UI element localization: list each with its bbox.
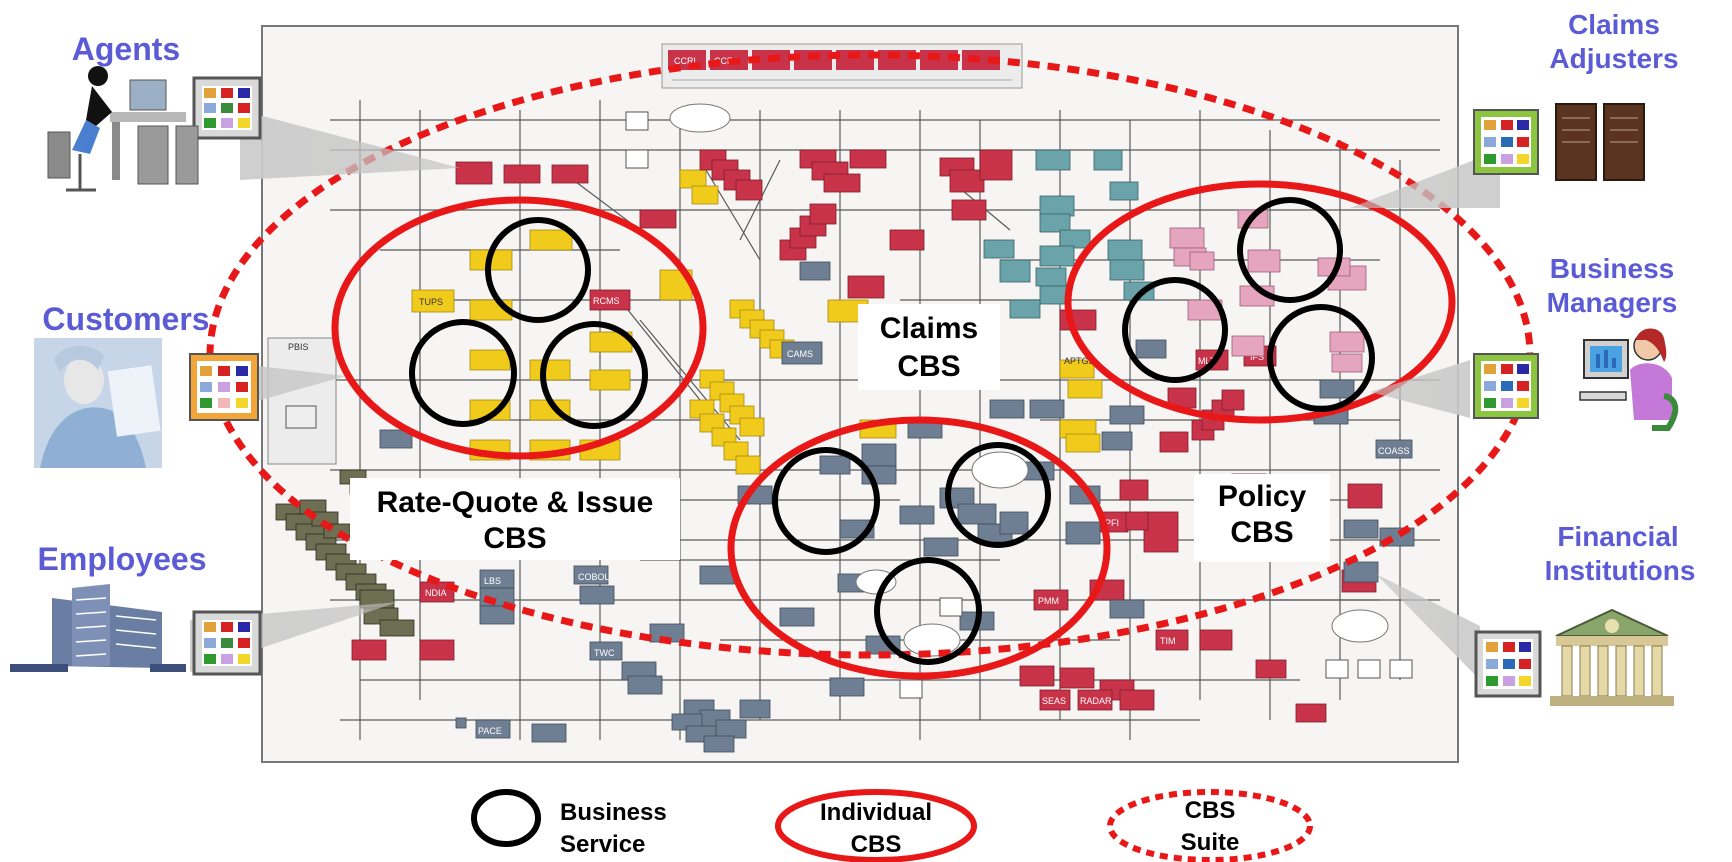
cbs-suite-glyph-agents <box>192 76 262 140</box>
mlt-label: MLT <box>1198 356 1216 366</box>
rate-quote-cbs-subtitle: CBS <box>483 522 546 555</box>
business-service-circle <box>540 321 648 429</box>
teal-boxes <box>983 149 1155 319</box>
rate-quote-cbs-title: Rate-Quote & Issue <box>377 486 654 519</box>
business-managers-label-line1: Business <box>1550 253 1675 284</box>
business-managers-label-line2: Managers <box>1547 287 1678 318</box>
financial-institutions-label-line2: Institutions <box>1545 555 1696 586</box>
financial-institutions-beam <box>1376 574 1480 680</box>
legend: Business Service Individual CBS CBS Suit… <box>471 789 1313 862</box>
rate-quote-cbs-ellipse <box>331 196 707 460</box>
coass-label: COASS <box>1378 446 1410 456</box>
office-building-icon <box>10 584 186 672</box>
bank-building-icon <box>1550 608 1674 706</box>
cams-label: CAMS <box>787 349 813 359</box>
legend-cbs-suite: CBS Suite <box>1107 789 1313 862</box>
legend-cbs-suite-line2: Suite <box>1181 829 1240 856</box>
top-box <box>878 50 916 70</box>
rcms-label: RCMS <box>593 296 620 306</box>
cbs-suite-glyph-customers <box>189 353 259 421</box>
architecture-background: CCRL CCRS <box>261 25 1459 763</box>
pfi-label: PFI <box>1105 518 1119 528</box>
agent-at-desk-icon <box>47 66 199 192</box>
rate-quote-cbs-label: Rate-Quote & Issue CBS <box>350 478 680 560</box>
policy-cbs-title: Policy <box>1218 480 1307 513</box>
business-managers-beam <box>1370 360 1470 418</box>
red-boxes <box>351 149 1383 723</box>
top-box <box>794 50 832 70</box>
claims-adjusters-label-line2: Adjusters <box>1549 43 1678 74</box>
top-box <box>962 50 1000 70</box>
claims-adjusters-label-line1: Claims <box>1568 9 1660 40</box>
business-service-circle <box>409 319 517 427</box>
background-cloud-icons <box>669 103 1389 657</box>
top-box <box>836 50 874 70</box>
claims-cbs-title: Claims <box>880 312 978 345</box>
pbis-label: PBIS <box>288 342 309 352</box>
business-service-circle <box>874 557 982 665</box>
legend-individual-cbs-line1: Individual <box>820 799 932 826</box>
claims-cbs-subtitle: CBS <box>897 350 960 383</box>
agents-beam <box>240 110 460 180</box>
legend-business-service: Business Service <box>471 789 667 858</box>
lbs-label: LBS <box>484 576 501 586</box>
business-service-circles <box>409 197 1375 665</box>
top-box-label: CCRL <box>674 56 699 66</box>
employees-label: Employees <box>38 541 207 577</box>
agents-label: Agents <box>72 31 180 67</box>
policy-cbs-label: Policy CBS <box>1194 474 1330 562</box>
twc-label: TWC <box>594 648 615 658</box>
policy-cbs-ellipse <box>1064 180 1456 424</box>
claims-cbs-label: Claims CBS <box>858 304 1000 390</box>
legend-business-service-line2: Service <box>560 831 645 858</box>
legend-cbs-suite-line1: CBS <box>1185 797 1236 824</box>
servers-icon <box>1555 103 1645 181</box>
cbs-suite-glyph-business-managers <box>1473 353 1539 419</box>
business-service-circle <box>1267 304 1375 412</box>
ndia-label: NDIA <box>425 588 447 598</box>
top-box-label: CCRS <box>714 56 740 66</box>
customer-photo-icon <box>34 338 162 468</box>
pink-boxes <box>1169 209 1367 373</box>
legend-individual-cbs: Individual CBS <box>775 789 977 862</box>
pace-label: PACE <box>478 726 502 736</box>
legend-business-service-line1: Business <box>560 799 667 826</box>
radar-label: RADAR <box>1080 696 1112 706</box>
cobol-label: COBOL <box>578 572 610 582</box>
claims-adjusters-beam <box>1350 150 1500 208</box>
legend-individual-cbs-line2: CBS <box>851 831 902 858</box>
customers-label: Customers <box>42 301 209 337</box>
business-service-circle <box>1237 197 1343 303</box>
background-device-icons <box>625 111 1413 699</box>
manager-at-computer-icon <box>1579 328 1679 431</box>
business-service-circle <box>945 442 1051 548</box>
policy-cbs-subtitle: CBS <box>1230 516 1293 549</box>
cbs-suite-glyph-employees <box>192 610 262 676</box>
business-service-circle <box>485 217 591 323</box>
aptgs-label: APTGS <box>1064 356 1095 366</box>
seas-label: SEAS <box>1042 696 1066 706</box>
claims-cbs-ellipse <box>727 416 1111 680</box>
financial-institutions-label-line1: Financial <box>1557 521 1678 552</box>
cbs-suite-glyph-financial-institutions <box>1474 630 1542 698</box>
cbs-suite-glyph-claims-adjusters <box>1473 109 1539 175</box>
ifs-label: IFS <box>1250 352 1264 362</box>
tups-label: TUPS <box>419 297 443 307</box>
tim-label: TIM <box>1160 636 1176 646</box>
business-service-circle <box>1122 277 1228 383</box>
pmm-label: PMM <box>1038 596 1059 606</box>
business-service-circle <box>772 447 880 555</box>
